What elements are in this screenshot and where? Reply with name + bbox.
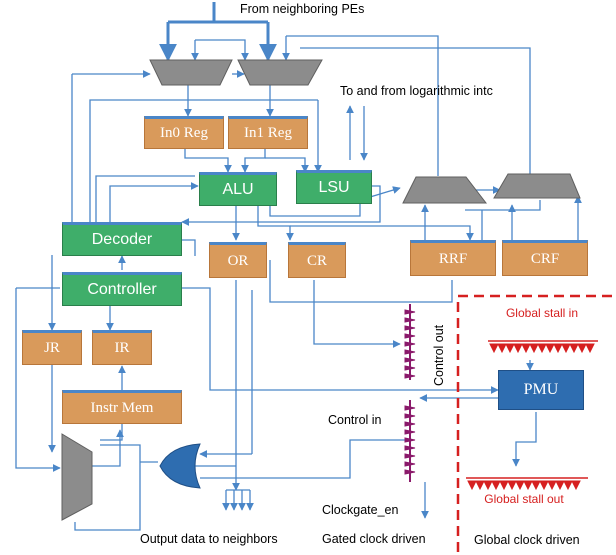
decoder-label: Decoder <box>91 231 153 248</box>
control-out-label: Control out <box>432 324 446 386</box>
global-clock-label: Global clock driven <box>474 533 580 547</box>
log-intc-label: To and from logarithmic intc <box>340 84 493 98</box>
gated-clock-label: Gated clock driven <box>322 532 426 546</box>
crf-label: CRF <box>530 250 560 267</box>
instr-mem-block: Instr Mem <box>62 390 182 424</box>
crf-block: CRF <box>502 240 588 276</box>
or-gate-shape <box>159 443 201 489</box>
lsu-block: LSU <box>296 170 372 204</box>
control-in-label: Control in <box>328 413 382 427</box>
pmu-block: PMU <box>498 370 584 410</box>
output-data-label: Output data to neighbors <box>140 532 278 546</box>
alu-label: ALU <box>222 181 254 198</box>
decoder-block: Decoder <box>62 222 182 256</box>
global-stall-in-label: Global stall in <box>505 306 579 320</box>
jr-block: JR <box>22 330 82 365</box>
global-clock-domain-box <box>456 294 612 552</box>
alu-block: ALU <box>199 172 277 206</box>
pmu-label: PMU <box>523 381 559 398</box>
in1-reg-label: In1 Reg <box>244 125 292 141</box>
mux-pc <box>61 433 93 521</box>
ir-label: IR <box>114 340 130 356</box>
ir-block: IR <box>92 330 152 365</box>
in1-reg-block: In1 Reg <box>228 116 308 149</box>
mux-rrf <box>402 176 488 204</box>
controller-label: Controller <box>87 281 157 298</box>
or-register-label: OR <box>227 252 249 269</box>
or-register-block: OR <box>209 242 267 278</box>
clockgate-en-label: Clockgate_en <box>322 503 399 517</box>
rrf-label: RRF <box>438 250 468 267</box>
mux-left-input <box>149 59 233 86</box>
instr-mem-label: Instr Mem <box>90 399 154 416</box>
jr-label: JR <box>44 340 60 356</box>
mux-right-input <box>237 59 323 86</box>
cr-block: CR <box>288 242 346 278</box>
rrf-block: RRF <box>410 240 496 276</box>
controller-block: Controller <box>62 272 182 306</box>
cr-label: CR <box>306 252 327 269</box>
from-neighboring-pes-label: From neighboring PEs <box>240 2 365 16</box>
in0-reg-block: In0 Reg <box>144 116 224 149</box>
global-stall-out-label: Global stall out <box>484 492 564 506</box>
in0-reg-label: In0 Reg <box>160 125 208 141</box>
lsu-label: LSU <box>318 179 350 196</box>
mux-crf <box>493 173 581 199</box>
